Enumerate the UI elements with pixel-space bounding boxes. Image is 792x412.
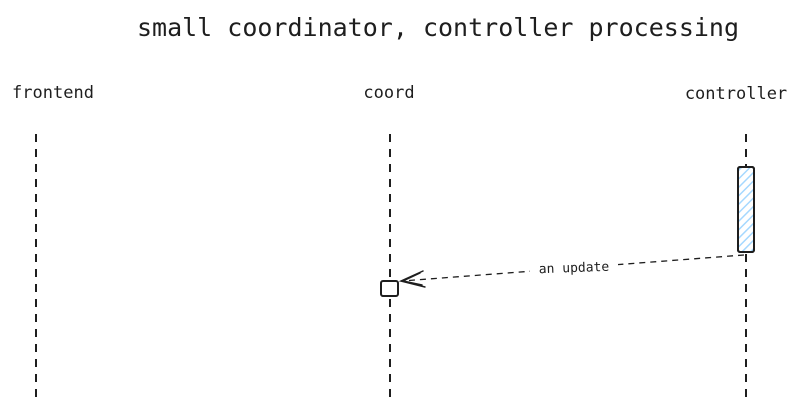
activation-controller xyxy=(737,166,755,253)
activation-coord xyxy=(380,280,399,297)
actor-label-coord: coord xyxy=(363,83,414,103)
actor-label-frontend: frontend xyxy=(12,83,94,103)
message-label-update: an update xyxy=(539,260,610,277)
actor-label-controller: controller xyxy=(685,84,787,104)
message-label-background xyxy=(530,259,618,277)
message-line-update xyxy=(401,254,745,282)
diagram-title: small coordinator, controller processing xyxy=(137,13,739,42)
message-arrowhead xyxy=(398,270,426,288)
